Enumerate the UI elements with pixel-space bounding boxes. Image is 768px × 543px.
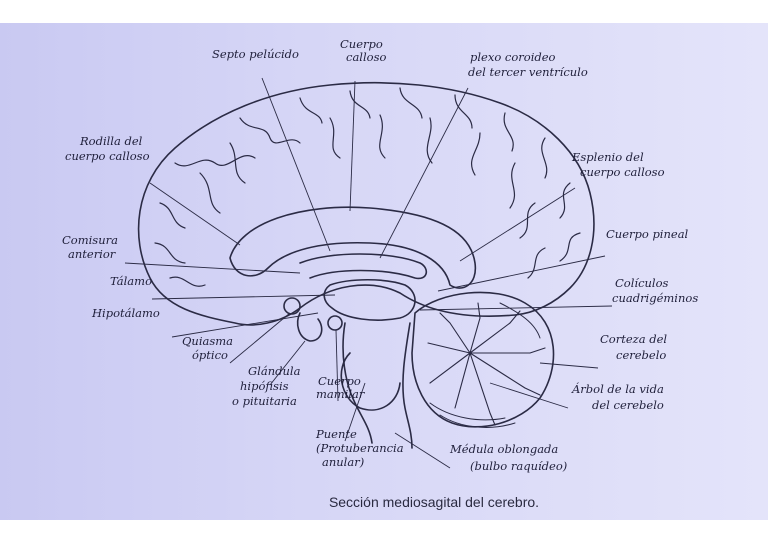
leader-coliculos: [419, 305, 613, 311]
label-septo-pelucido: Septo pelúcido: [212, 47, 299, 61]
gyri-folds: [154, 87, 581, 287]
fornix: [299, 253, 428, 280]
thalamus: [323, 279, 416, 321]
leader-esplenio: [459, 187, 576, 262]
arbor-vitae: [427, 302, 546, 426]
cerebrum-outline: [137, 81, 595, 326]
leader-calloso: [349, 80, 356, 212]
leader-glandula: [269, 340, 306, 386]
leader-hipotalamo: [171, 312, 319, 338]
optic-chiasm-shape: [283, 297, 301, 315]
leader-arbol: [489, 382, 569, 409]
cerebellar-folia: [429, 302, 541, 428]
mammillary-shape: [327, 315, 343, 331]
leader-rodilla: [149, 182, 241, 246]
leader-talamo: [151, 294, 336, 300]
leader-comisura: [124, 262, 301, 274]
pons: [340, 352, 401, 411]
brainstem: [342, 322, 413, 449]
cerebellum: [411, 291, 555, 428]
leader-corteza: [539, 362, 599, 369]
leader-plexo: [379, 87, 469, 259]
leader-quiasma: [229, 312, 291, 364]
leader-mamilar: [335, 329, 339, 402]
label-medula: Médula oblongada(bulbo raquídeo): [449, 442, 567, 473]
label-talamo: Tálamo: [110, 274, 152, 288]
leader-pineal: [437, 255, 606, 292]
pituitary: [296, 312, 323, 342]
corpus-callosum: [229, 206, 477, 289]
figure-caption: Sección mediosagital del cerebro.: [329, 494, 539, 510]
leader-septo: [261, 77, 331, 252]
leader-puente: [344, 382, 366, 442]
label-cuerpo-pineal: Cuerpo pineal: [606, 227, 689, 241]
leader-medula: [394, 432, 451, 469]
label-hipotalamo: Hipotálamo: [91, 306, 160, 320]
